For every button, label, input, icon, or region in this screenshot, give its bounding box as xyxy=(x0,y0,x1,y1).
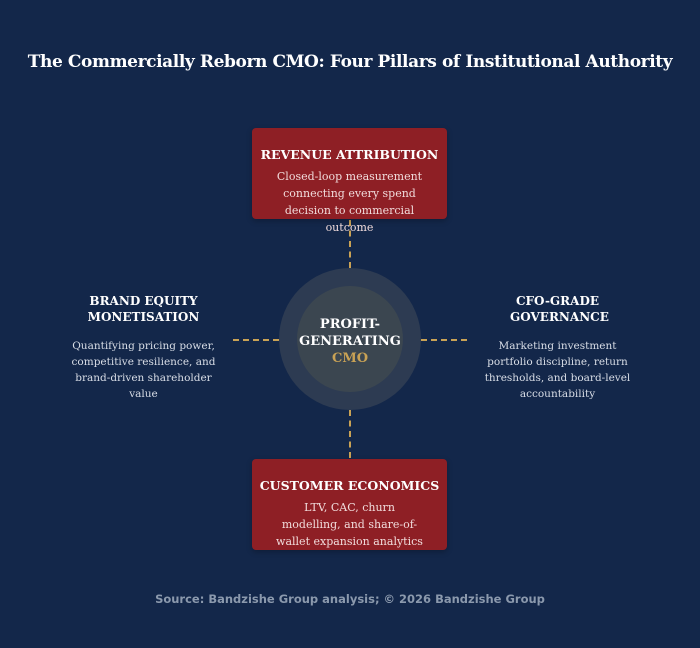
pillar-revenue-attribution: REVENUE ATTRIBUTION Closed-loop measurem… xyxy=(252,128,447,234)
center-label: PROFIT- GENERATING CMO xyxy=(279,316,421,367)
connector-left xyxy=(233,339,279,341)
pillar-heading: REVENUE ATTRIBUTION xyxy=(260,147,439,162)
pillar-heading: BRAND EQUITY MONETISATION xyxy=(87,294,200,324)
pillar-description: Closed-loop measurement connecting every… xyxy=(276,170,423,234)
source-footnote: Source: Bandzishe Group analysis; © 2026… xyxy=(155,592,545,606)
pillar-brand-equity: BRAND EQUITY MONETISATION Quantifying pr… xyxy=(56,293,231,402)
pillar-customer-economics: CUSTOMER ECONOMICS LTV, CAC, churn model… xyxy=(252,459,447,550)
pillar-description: Marketing investment portfolio disciplin… xyxy=(484,340,631,400)
pillar-description: LTV, CAC, churn modelling, and share-of-… xyxy=(276,501,423,548)
connector-top xyxy=(349,220,351,268)
center-line-3: CMO xyxy=(331,351,369,366)
connector-bottom xyxy=(349,410,351,458)
center-line-2: GENERATING xyxy=(299,334,401,349)
diagram-title: The Commercially Reborn CMO: Four Pillar… xyxy=(27,52,673,72)
pillar-heading: CFO-GRADE GOVERNANCE xyxy=(510,294,609,324)
pillar-description: Quantifying pricing power, competitive r… xyxy=(71,340,216,400)
pillar-heading: CUSTOMER ECONOMICS xyxy=(259,478,440,493)
center-line-1: PROFIT- xyxy=(319,317,381,332)
connector-right xyxy=(421,339,467,341)
pillar-cfo-governance: CFO-GRADE GOVERNANCE Marketing investmen… xyxy=(470,293,645,402)
center-core xyxy=(297,286,403,392)
